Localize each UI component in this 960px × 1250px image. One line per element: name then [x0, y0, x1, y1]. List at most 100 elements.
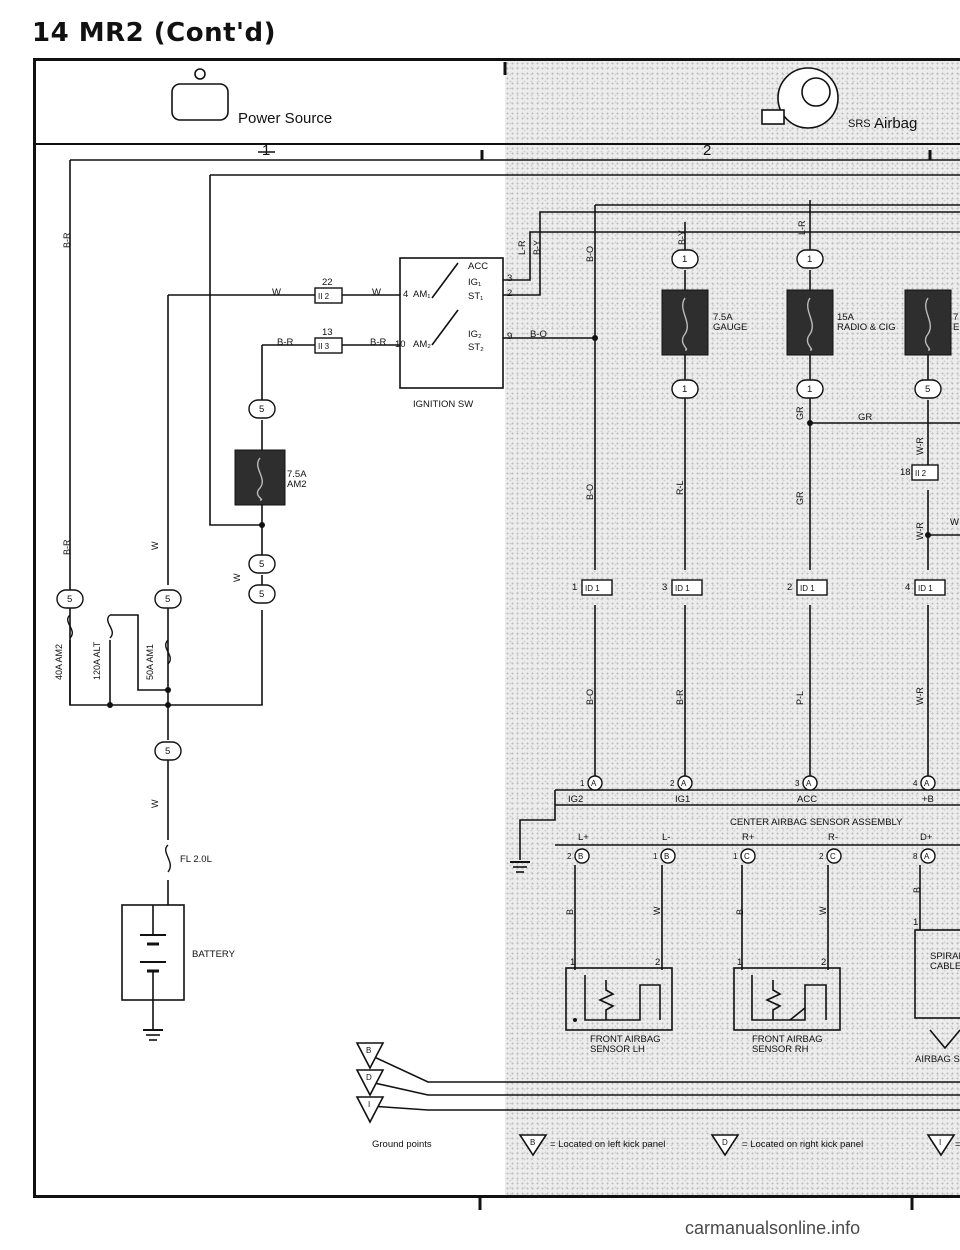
conn-5-c: 5 [259, 589, 265, 600]
battery-icon [171, 68, 229, 121]
ground-b: B [366, 1046, 372, 1055]
sa-pin-6: 1 [653, 852, 658, 861]
sa-lp: L+ [578, 832, 589, 843]
conn-1-b: 1 [682, 384, 688, 395]
wire-w-8: W [818, 906, 828, 916]
lh-pin-1: 1 [570, 957, 576, 968]
wire-gr-2: GR [795, 406, 805, 421]
sa-pin-1: 1 [580, 779, 585, 788]
fuse-gauge: GAUGE [713, 322, 748, 333]
spiral-pin-1: 1 [913, 917, 919, 928]
id1-pin-c: 2 [787, 582, 793, 593]
sa-pin-7: 1 [733, 852, 738, 861]
wire-br-5: B-R [675, 689, 685, 706]
fusible-am2: 40A AM2 [54, 643, 64, 680]
conn-ii3: II 3 [318, 342, 330, 351]
wire-bo-1: B-O [530, 329, 547, 340]
ground-i-legend: I [939, 1138, 942, 1147]
rh-pin-2: 2 [821, 957, 827, 968]
sa-letter-8: C [830, 852, 836, 861]
ign-am2: AM₂ [413, 339, 431, 350]
sa-letter-1: A [591, 779, 597, 788]
fuse-e-amp: 7 [953, 312, 959, 323]
page-title: 14 MR2 (Cont'd) [32, 18, 276, 48]
wire-by-1: B-Y [532, 239, 542, 255]
airbag-sensor-label: AIRBAG S [915, 1054, 960, 1065]
ign-pin-am2: 10 [395, 339, 406, 350]
sa-label: CENTER AIRBAG SENSOR ASSEMBLY [730, 817, 903, 828]
sa-pin-9: 8 [913, 852, 918, 861]
sa-pin-2: 2 [670, 779, 675, 788]
front-airbag-sensor-lh: FRONT AIRBAG SENSOR LH [590, 1034, 661, 1055]
ign-pin-am1: 4 [403, 289, 409, 300]
conn-5-f: 5 [165, 746, 171, 757]
sa-letter-5: B [578, 852, 584, 861]
wire-bo-2: B-O [585, 245, 595, 262]
conn-ii2: II 2 [318, 292, 330, 301]
id1-pin-a: 1 [572, 582, 578, 593]
fuse-radio-amp: 15A [837, 312, 854, 323]
sa-pin-8: 2 [819, 852, 824, 861]
front-airbag-sensor-rh: FRONT AIRBAG SENSOR RH [752, 1034, 823, 1055]
wire-w-2: W [372, 287, 381, 298]
ground-b-note: = Located on left kick panel [550, 1139, 666, 1150]
ign-st1: ST₁ [468, 291, 484, 302]
sa-dp: D+ [920, 832, 933, 843]
conn-5-d: 5 [67, 594, 73, 605]
wire-w-4: W [150, 541, 160, 551]
ignition-switch-label: IGNITION SW [413, 399, 474, 410]
sa-ig2: IG2 [568, 794, 584, 805]
watermark: carmanualsonline.info [685, 1218, 861, 1238]
conn-1-c: 1 [807, 254, 813, 265]
ground-i-note: = [955, 1139, 960, 1150]
wire-br-3: B-R [62, 232, 72, 249]
sa-letter-7: C [744, 852, 750, 861]
lh-pin-2: 2 [655, 957, 661, 968]
steering-wheel-icon [761, 67, 839, 129]
wire-br-2: B-R [370, 337, 387, 348]
ground-d-note: = Located on right kick panel [742, 1139, 864, 1150]
ground-i: I [368, 1100, 371, 1109]
sa-pin-5: 2 [567, 852, 572, 861]
wire-w-7: W [652, 906, 662, 916]
ground-d: D [366, 1073, 372, 1082]
conn-1-a: 1 [682, 254, 688, 265]
conn-ii2b-num: 18 [900, 467, 911, 478]
wire-lr-2: L-R [797, 220, 807, 235]
conn-5-g: 5 [925, 384, 931, 395]
wire-gr-3: GR [795, 491, 805, 506]
wire-w-3: W [950, 517, 959, 528]
sa-ig1: IG1 [675, 794, 691, 805]
stipple-background [505, 61, 960, 1195]
conn-5-a: 5 [259, 404, 265, 415]
id1-b: ID 1 [675, 584, 690, 593]
id1-pin-d: 4 [905, 582, 911, 593]
ground-b-legend: B [530, 1138, 536, 1147]
wire-bo-3: B-O [585, 483, 595, 500]
wire-gr-1: GR [858, 412, 873, 423]
rh-pin-1: 1 [737, 957, 743, 968]
wire-w-6: W [150, 799, 160, 809]
wire-b-3: B [912, 886, 922, 893]
conn-5-e: 5 [165, 594, 171, 605]
id1-c: ID 1 [800, 584, 815, 593]
battery-label: BATTERY [192, 949, 235, 960]
conn-ii2b: II 2 [915, 469, 927, 478]
wire-lr-1: L-R [517, 240, 527, 255]
id1-a: ID 1 [585, 584, 600, 593]
id1-pin-b: 3 [662, 582, 668, 593]
sa-letter-2: A [681, 779, 687, 788]
conn-ii3-num: 13 [322, 327, 333, 338]
srs-prefix: SRS [848, 118, 871, 130]
ground-points-label: Ground points [372, 1139, 432, 1150]
wire-br-4: B-R [62, 539, 72, 556]
spiral-cable-label: SPIRAL CABLE [930, 951, 960, 972]
sa-pin-4: 4 [913, 779, 918, 788]
wire-wr-2: W-R [915, 522, 925, 540]
sa-letter-4: A [924, 779, 930, 788]
wire-w-5: W [232, 573, 242, 583]
ground-d-legend: D [722, 1138, 728, 1147]
wire-wr-1: W-R [915, 437, 925, 455]
ign-pin-ig1: 2 [507, 288, 513, 299]
